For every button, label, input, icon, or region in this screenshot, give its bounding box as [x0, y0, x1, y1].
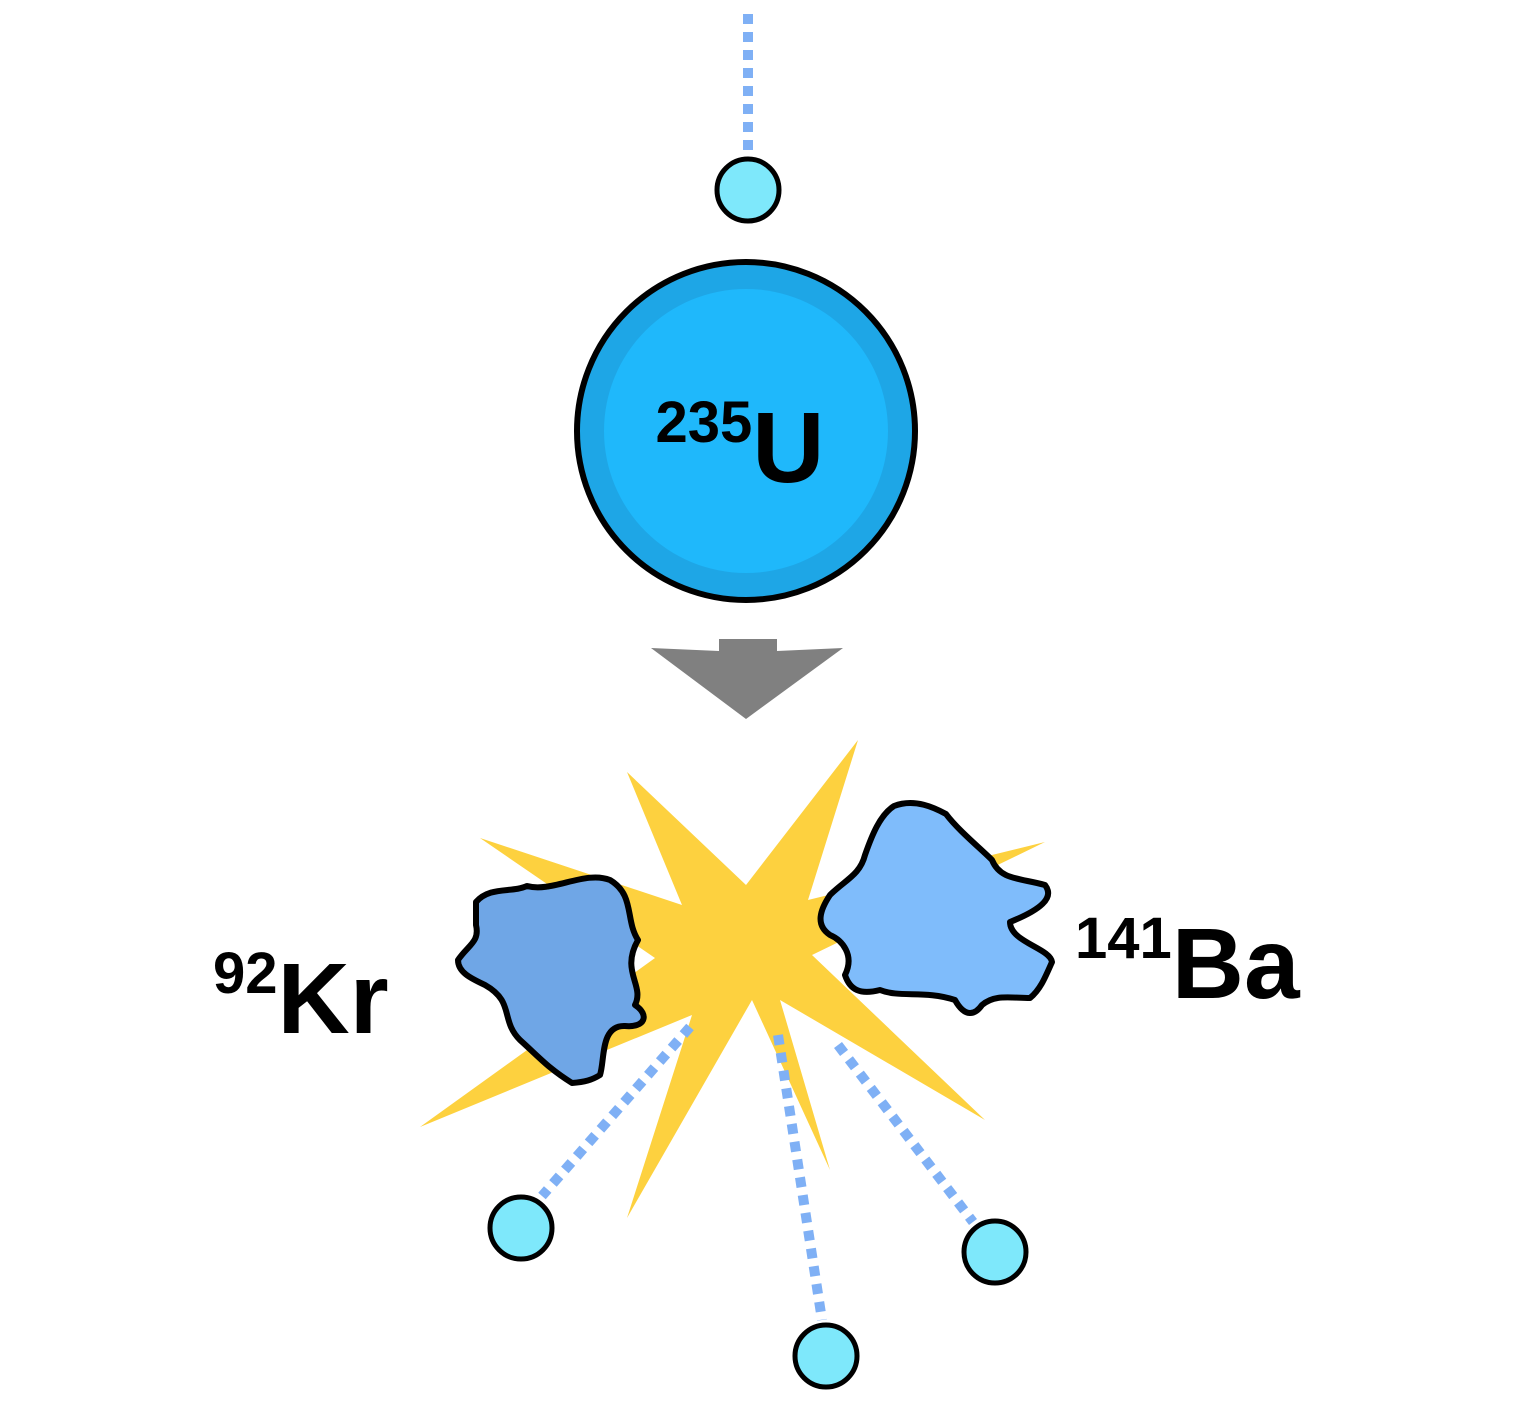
krypton-mass-number: 92	[213, 941, 278, 1006]
krypton-symbol: Kr	[278, 943, 389, 1055]
barium-symbol: Ba	[1172, 908, 1301, 1020]
outgoing-neutron-left	[487, 1194, 555, 1262]
barium-mass-number: 141	[1075, 906, 1172, 971]
outgoing-neutron-right	[961, 1218, 1029, 1286]
explosion-burst	[420, 740, 1045, 1218]
uranium-symbol: U	[752, 392, 824, 504]
krypton-label: 92Kr	[213, 941, 389, 1055]
uranium-nucleus: 235U	[574, 259, 918, 603]
reaction-arrow	[651, 639, 843, 719]
uranium-mass-number: 235	[656, 390, 753, 455]
barium-fragment	[817, 800, 1055, 1016]
incoming-neutron	[714, 156, 782, 224]
neutron-trail-right	[834, 1041, 977, 1226]
barium-label: 141Ba	[1075, 906, 1301, 1020]
neutron-trail-left	[538, 1023, 694, 1200]
outgoing-neutron-middle	[792, 1322, 860, 1390]
neutron-trail-middle	[773, 1034, 827, 1321]
uranium-label: 235U	[656, 390, 825, 504]
krypton-fragment	[455, 874, 647, 1086]
